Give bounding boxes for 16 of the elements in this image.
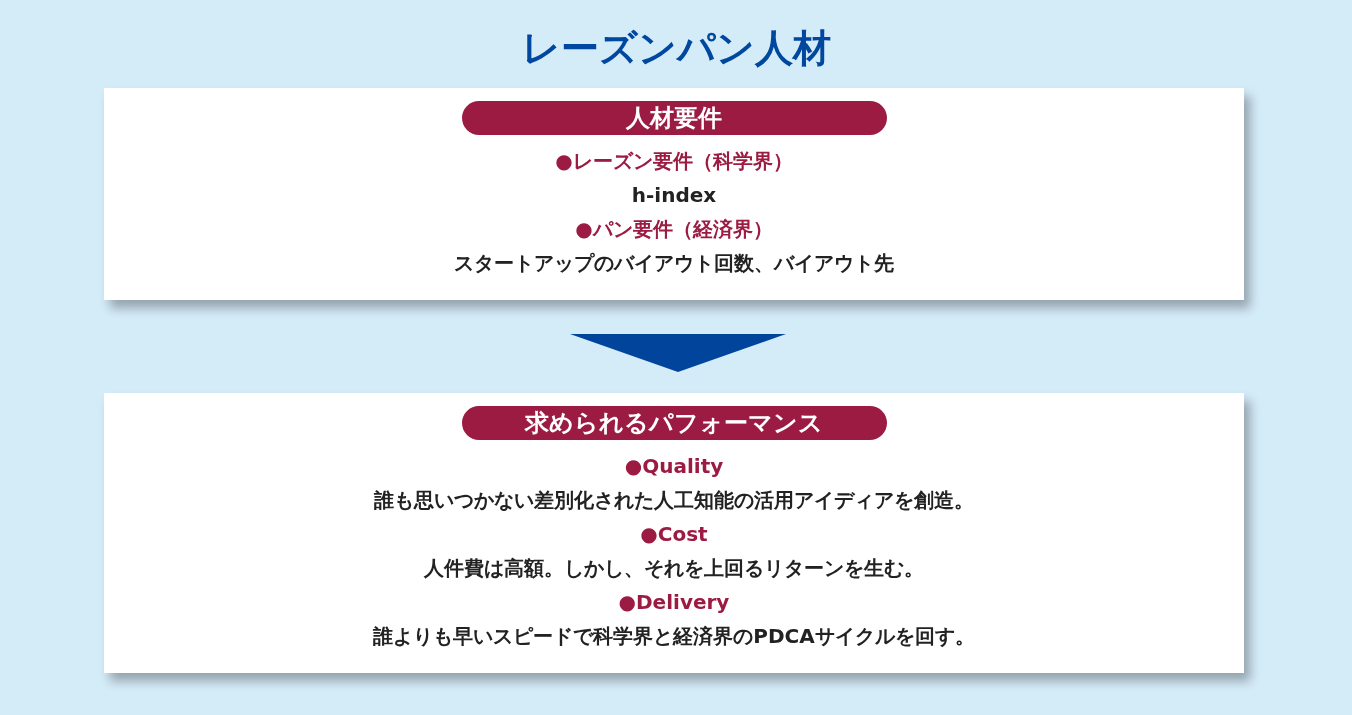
item-heading: ●Cost (640, 521, 708, 548)
item-description: 誰も思いつかない差別化された人工知能の活用アイディアを創造。 (374, 487, 974, 514)
item-heading: ●Quality (624, 453, 724, 480)
item-description: 人件費は高額。しかし、それを上回るリターンを生む。 (424, 555, 924, 582)
item-heading: ●レーズン要件（科学界） (555, 148, 793, 175)
item-heading: ●Delivery (618, 589, 730, 616)
item-heading: ●パン要件（経済界） (575, 216, 773, 243)
down-arrow (570, 334, 786, 372)
item-description: 誰よりも早いスピードで科学界と経済界のPDCAサイクルを回す。 (373, 623, 975, 650)
item-description: スタートアップのバイアウト回数、バイアウト先 (454, 250, 894, 277)
diagram-title: レーズンパン人材 (521, 25, 831, 72)
content-panel (104, 88, 1244, 300)
content-panel (104, 393, 1244, 673)
item-description: h-index (631, 182, 717, 209)
heading-pill: 求められるパフォーマンス (461, 406, 887, 440)
heading-pill: 人材要件 (461, 101, 887, 135)
